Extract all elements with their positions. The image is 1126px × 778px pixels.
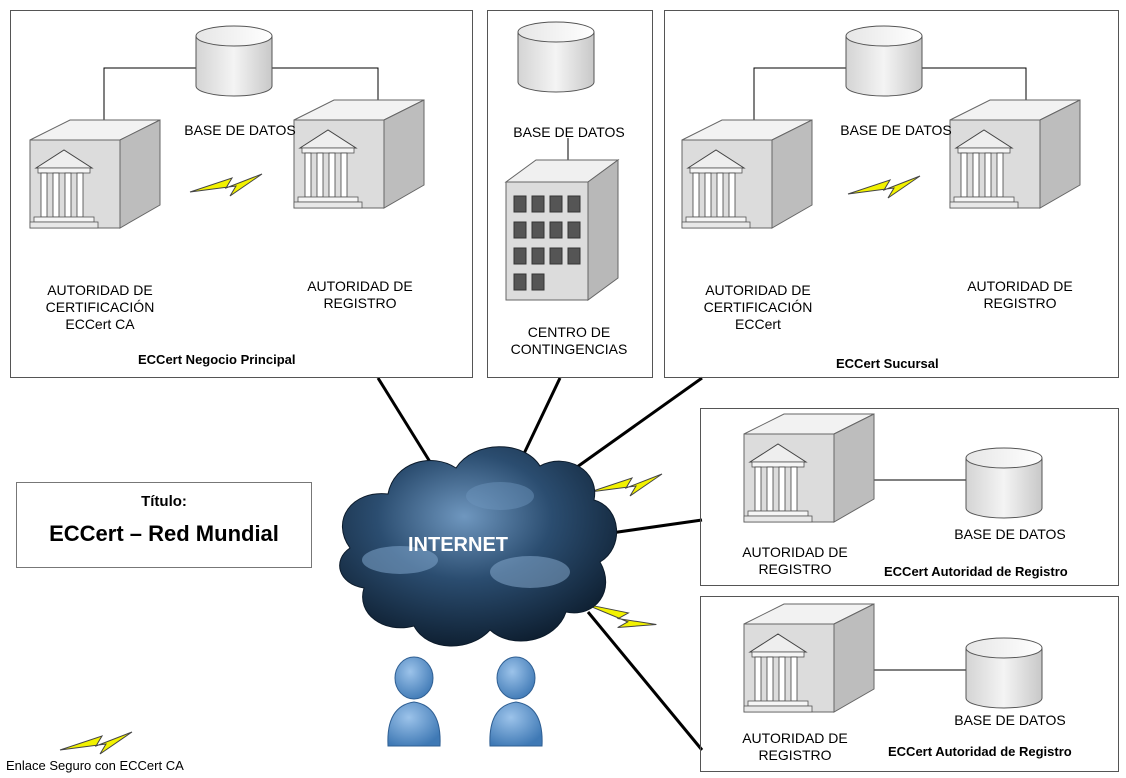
- legend-bolt-icon: [59, 731, 133, 755]
- label-line: AUTORIDAD DE: [742, 730, 848, 746]
- label-line: AUTORIDAD DE: [307, 278, 413, 294]
- contingency-site-box: [487, 10, 653, 378]
- ra1-ra-label: AUTORIDAD DE REGISTRO: [730, 544, 860, 578]
- title-box: Título: ECCert – Red Mundial: [16, 482, 312, 568]
- internet-cloud-icon: [339, 446, 617, 647]
- branch-connectors: [753, 67, 1027, 140]
- branch-site-box: [664, 10, 1119, 378]
- ra1-site-box: [700, 408, 1119, 586]
- principal-site-box: [10, 10, 473, 378]
- ra2-caption: ECCert Autoridad de Registro: [888, 744, 1072, 759]
- principal-ra-label: AUTORIDAD DE REGISTRO: [290, 278, 430, 312]
- principal-database-label: BASE DE DATOS: [184, 122, 296, 138]
- branch-database-label: BASE DE DATOS: [840, 122, 952, 138]
- label-line: REGISTRO: [758, 747, 832, 763]
- branch-ca-label: AUTORIDAD DE CERTIFICACIÓN ECCert: [678, 282, 838, 333]
- branch-ra-label: AUTORIDAD DE REGISTRO: [950, 278, 1090, 312]
- label-line: ECCert CA: [65, 316, 135, 332]
- label-line: AUTORIDAD DE: [47, 282, 153, 298]
- principal-ca-label: AUTORIDAD DE CERTIFICACIÓN ECCert CA: [20, 282, 180, 333]
- principal-connectors: [103, 67, 379, 140]
- label-line: CERTIFICACIÓN: [45, 299, 155, 315]
- ra2-site-box: [700, 596, 1119, 772]
- ra1-database-label: BASE DE DATOS: [954, 526, 1066, 542]
- ra1-caption: ECCert Autoridad de Registro: [884, 564, 1068, 579]
- legend-secure-link-label: Enlace Seguro con ECCert CA: [6, 758, 184, 773]
- label-line: AUTORIDAD DE: [705, 282, 811, 298]
- principal-caption: ECCert Negocio Principal: [138, 352, 296, 367]
- ra2-ra-label: AUTORIDAD DE REGISTRO: [730, 730, 860, 764]
- label-line: AUTORIDAD DE: [742, 544, 848, 560]
- branch-caption: ECCert Sucursal: [836, 356, 939, 371]
- ra2-database-label: BASE DE DATOS: [954, 712, 1066, 728]
- user-icon: [489, 656, 543, 747]
- label-line: CENTRO DE: [527, 324, 611, 340]
- label-line: CONTINGENCIAS: [510, 341, 628, 357]
- label-line: REGISTRO: [323, 295, 397, 311]
- label-line: CERTIFICACIÓN: [703, 299, 813, 315]
- contingency-database-label: BASE DE DATOS: [513, 124, 625, 140]
- label-line: AUTORIDAD DE: [967, 278, 1073, 294]
- title-heading: Título:: [141, 493, 187, 510]
- internet-label: INTERNET: [408, 534, 508, 556]
- diagram-title: ECCert – Red Mundial: [49, 521, 279, 546]
- ra1-secure-link-bolt-icon: [589, 473, 663, 497]
- label-line: REGISTRO: [983, 295, 1057, 311]
- contingency-center-label: CENTRO DE CONTINGENCIAS: [494, 324, 644, 358]
- label-line: ECCert: [735, 316, 781, 332]
- label-line: REGISTRO: [758, 561, 832, 577]
- user-icon: [387, 656, 441, 747]
